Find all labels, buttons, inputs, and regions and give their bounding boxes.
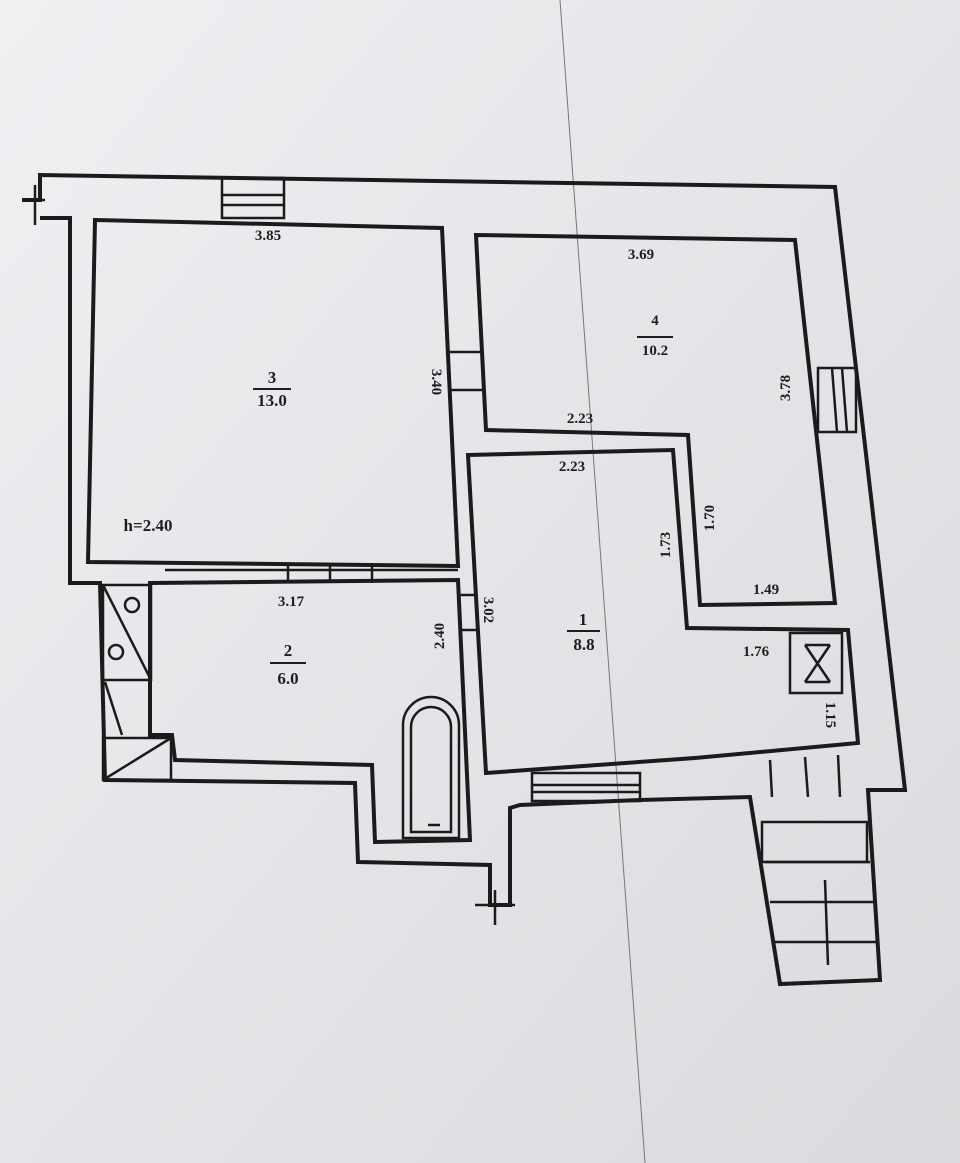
- dimension-label: 1.70: [702, 505, 718, 531]
- windows: [220, 176, 858, 803]
- room-area: 6.0: [277, 669, 298, 688]
- sink-icon: [101, 681, 173, 782]
- room-area: 8.8: [573, 635, 594, 654]
- doorways: [165, 350, 842, 798]
- room-4-label: 4 10.2 3.69 3.78 2.23 1.70 1.49: [567, 247, 794, 598]
- room-3-outline: [85, 217, 461, 569]
- dimension-label: 3.40: [428, 369, 444, 395]
- room-area: 13.0: [257, 391, 287, 410]
- room-1-outline: [465, 447, 861, 776]
- dimension-label: 3.85: [255, 228, 281, 244]
- room-number: 3: [268, 368, 277, 387]
- dimension-label: 3.17: [278, 594, 305, 610]
- dimension-label: 2.23: [559, 459, 585, 475]
- room-number: 4: [651, 313, 659, 329]
- dimension-label: 3.69: [628, 247, 654, 263]
- entrance-stairs: [760, 820, 878, 966]
- boiler-icon: [788, 631, 844, 695]
- dimension-label: 3.78: [778, 375, 794, 401]
- room-1-label: 1 8.8 2.23 1.73 3.02 1.76 1.15: [480, 459, 838, 728]
- dimension-label: 3.02: [480, 597, 496, 623]
- room-3-label: 3 13.0 3.85 3.40 h=2.40: [124, 228, 444, 535]
- dimension-label: 1.15: [822, 702, 838, 728]
- dimension-label: 1.49: [753, 582, 779, 598]
- ceiling-height: h=2.40: [124, 516, 173, 535]
- dimension-label: 1.76: [743, 644, 770, 660]
- dimension-label: 2.23: [567, 411, 593, 427]
- room-number: 1: [579, 610, 588, 629]
- room-number: 2: [284, 641, 293, 660]
- dimension-label: 1.73: [658, 532, 674, 558]
- room-2-label: 2 6.0 3.17 2.40: [270, 594, 448, 688]
- bathtub-icon: [401, 695, 461, 840]
- room-4-outline: [473, 232, 838, 608]
- stove-icon: [101, 583, 153, 682]
- paper-crease-line: [559, 0, 646, 1163]
- room-area: 10.2: [642, 343, 668, 359]
- dimension-label: 2.40: [432, 623, 448, 649]
- room-2-outline: [148, 577, 473, 845]
- outer-walls: [22, 172, 908, 987]
